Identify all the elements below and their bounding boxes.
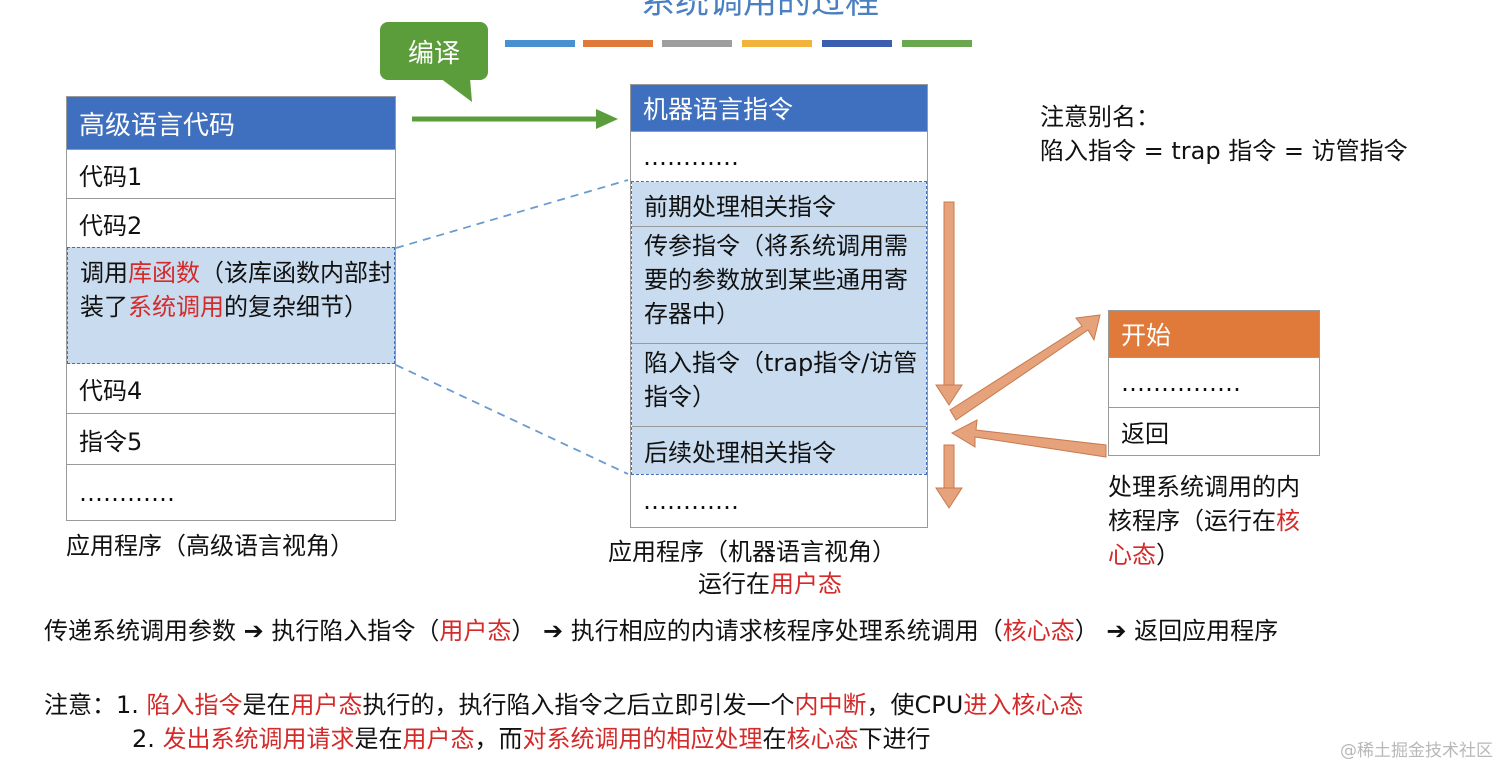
user-mode-term: 用户态 [770, 570, 842, 598]
code-row-library-call: 调用库函数（该库函数内部封装了系统调用的复杂细节） [67, 247, 395, 364]
left-table-caption: 应用程序（高级语言视角） [66, 532, 354, 560]
flow-user-mode: 用户态 [439, 617, 512, 645]
compile-arrowhead [596, 109, 618, 129]
note-2-text-f: 在 [762, 725, 787, 753]
note-1: 注意：1. 陷入指令是在用户态执行的，执行陷入指令之后立即引发一个内中断，使CP… [44, 688, 1083, 722]
machine-row-param-passing: 传参指令（将系统调用需要的参数放到某些通用寄存器中） [632, 226, 926, 343]
machine-instructions-table: 机器语言指令 ………… 前期处理相关指令 传参指令（将系统调用需要的参数放到某些… [630, 84, 928, 528]
code-row-4: 代码4 [67, 364, 395, 413]
kernel-caption-text: 处理系统调用的内核程序（运行在 [1108, 473, 1300, 535]
kernel-caption-close: ） [1156, 541, 1180, 569]
note-1-internal-interrupt: 内中断 [794, 691, 867, 719]
expansion-line-bottom [395, 364, 629, 475]
note-1-text-b: 是在 [242, 691, 291, 719]
kernel-row-return: 返回 [1109, 407, 1319, 455]
library-call-text: 调用库函数（该库函数内部封装了系统调用的复杂细节） [80, 256, 394, 324]
watermark: @稀土掘金技术社区 [1340, 741, 1493, 761]
kernel-mode-term: 核心态 [1108, 507, 1300, 569]
runs-in-text: 运行在 [698, 570, 770, 598]
flow-text-2: ） ➔ 执行相应的内请求核程序处理系统调用（ [511, 617, 1003, 645]
notes-label: 注意： [44, 691, 116, 719]
code-row-5: 指令5 [67, 413, 395, 464]
note-1-trap-instruction: 陷入指令 [146, 691, 243, 719]
return-arrow [950, 419, 1107, 458]
library-call-text-3: 的复杂细节） [224, 293, 368, 321]
machine-row-preprocess: 前期处理相关指令 [632, 182, 926, 226]
note-2-number: 2. [132, 725, 163, 753]
machine-row-ellipsis-bottom: ………… [631, 475, 927, 527]
title-bar-segment-3 [662, 40, 732, 47]
flow-kernel-mode: 核心态 [1002, 617, 1075, 645]
compile-badge-tail [440, 78, 472, 102]
page-title: 系统调用的过程 [641, 0, 879, 22]
flow-text-1: 传递系统调用参数 ➔ 执行陷入指令（ [44, 617, 440, 645]
flow-down-arrow-2 [943, 444, 955, 491]
note-2-text-h: 下进行 [858, 725, 931, 753]
title-bar-segment-2 [583, 40, 653, 47]
compile-badge: 编译 [380, 22, 488, 80]
highlighted-instructions-group: 前期处理相关指令 传参指令（将系统调用需要的参数放到某些通用寄存器中） 陷入指令… [631, 181, 927, 475]
code-row-2: 代码2 [67, 198, 395, 247]
flow-down-arrowhead-1 [935, 384, 963, 406]
flow-text-3: ） ➔ 返回应用程序 [1074, 617, 1279, 645]
note-2: 2. 发出系统调用请求是在用户态，而对系统调用的相应处理在核心态下进行 [132, 722, 931, 756]
note-1-number: 1. [116, 691, 147, 719]
note-1-user-mode: 用户态 [290, 691, 363, 719]
trap-to-kernel-arrow [949, 314, 1101, 421]
title-bar-segment-4 [742, 40, 812, 47]
note-1-text-f: ，使CPU [866, 691, 964, 719]
expansion-line-top [395, 179, 629, 249]
code-row-ellipsis: ………… [67, 464, 395, 520]
note-2-user-mode: 用户态 [402, 725, 475, 753]
high-level-code-table: 高级语言代码 代码1 代码2 调用库函数（该库函数内部封装了系统调用的复杂细节）… [66, 96, 396, 521]
flow-down-arrow-1 [943, 201, 955, 388]
high-level-code-header: 高级语言代码 [67, 97, 395, 149]
note-1-enter-kernel-mode: 进入核心态 [963, 691, 1084, 719]
kernel-row-ellipsis: …………… [1109, 357, 1319, 407]
title-bar-segment-5 [822, 40, 892, 47]
note-2-text-b: 是在 [354, 725, 403, 753]
library-call-text-1: 调用 [80, 259, 128, 287]
machine-row-ellipsis-top: ………… [631, 131, 927, 181]
kernel-table-caption: 处理系统调用的内核程序（运行在核心态） [1108, 470, 1318, 572]
note-2-issue-request: 发出系统调用请求 [162, 725, 355, 753]
middle-table-caption-1: 应用程序（机器语言视角） [608, 538, 896, 566]
code-row-1: 代码1 [67, 149, 395, 198]
note-2-text-d: ，而 [474, 725, 523, 753]
library-function-term: 库函数 [128, 259, 200, 287]
title-bar-segment-1 [505, 40, 575, 47]
library-call-text-2: （该库函数内部封装了 [80, 259, 392, 321]
flow-down-arrowhead-2 [935, 487, 963, 509]
flow-summary: 传递系统调用参数 ➔ 执行陷入指令（用户态） ➔ 执行相应的内请求核程序处理系统… [44, 614, 1464, 648]
machine-row-postprocess: 后续处理相关指令 [632, 426, 926, 474]
system-call-term: 系统调用 [128, 293, 224, 321]
note-1-text-d: 执行的，执行陷入指令之后立即引发一个 [362, 691, 795, 719]
note-2-handling: 对系统调用的相应处理 [522, 725, 763, 753]
kernel-program-table: 开始 …………… 返回 [1108, 310, 1320, 456]
machine-instructions-header: 机器语言指令 [631, 85, 927, 131]
machine-row-trap: 陷入指令（trap指令/访管指令） [632, 343, 926, 426]
middle-table-caption-2: 运行在用户态 [698, 564, 842, 599]
title-bar-segment-6 [902, 40, 972, 47]
alias-note-line-1: 注意别名： [1040, 103, 1160, 131]
alias-note-line-2: 陷入指令 = trap 指令 = 访管指令 [1040, 137, 1408, 165]
note-2-kernel-mode: 核心态 [786, 725, 859, 753]
kernel-start-header: 开始 [1109, 311, 1319, 357]
alias-note: 注意别名： 陷入指令 = trap 指令 = 访管指令 [1040, 100, 1408, 168]
